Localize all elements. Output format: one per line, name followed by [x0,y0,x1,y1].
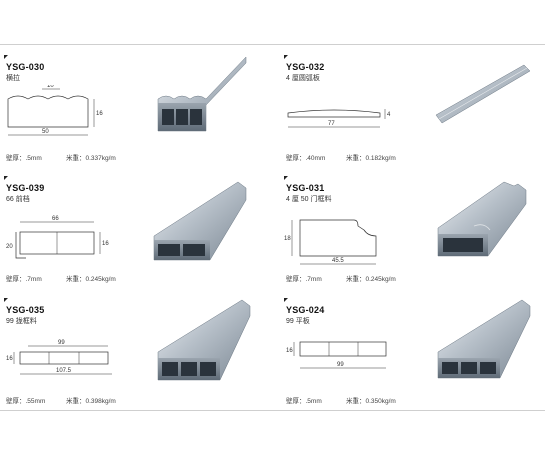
product-card-ysg-039: YSG-039 66 前档 66 20 16 壁厚：.7mm 米重：0.245k… [4,176,254,288]
product-code: YSG-024 [286,305,325,315]
corner-mark [4,55,8,59]
product-card-ysg-024: YSG-024 99 平板 16 99 壁厚：.5mm 米重：0.350kg/m [284,298,534,410]
product-code: YSG-030 [6,62,45,72]
dim-16: 16 [96,111,103,117]
dim-99: 99 [58,340,65,346]
dim-107-5: 107.5 [56,368,72,374]
product-name: 4 厘 50 门框料 [286,196,332,203]
section-drawing: 66 20 16 [6,216,109,259]
product-code: YSG-035 [6,305,45,315]
dim-4: 4 [387,112,391,118]
wall-thickness: 壁厚：.7mm [286,276,322,283]
profile-render [437,181,527,257]
product-name: 66 前档 [6,196,30,203]
section-drawing: 10 16 50 [7,85,103,136]
meter-weight: 米重：0.245kg/m [66,276,116,283]
wall-thickness: 壁厚：.7mm [6,276,42,283]
top-divider [0,44,545,45]
dim-99: 99 [337,362,344,368]
profile-render [153,181,247,261]
section-drawing: 18 45.5 [284,219,377,265]
product-card-ysg-030: YSG-030 横拉 10 16 50 壁厚：.5mm 米重：0.337kg/m [4,55,254,167]
dim-66: 66 [52,216,59,222]
product-code: YSG-031 [286,183,325,193]
product-name: 99 平板 [286,318,310,325]
meter-weight: 米重：0.337kg/m [66,155,116,162]
meter-weight: 米重：0.350kg/m [346,398,396,405]
dim-77: 77 [328,121,335,127]
product-code: YSG-032 [286,62,325,72]
meter-weight: 米重：0.245kg/m [346,276,396,283]
bottom-divider [0,410,545,411]
product-card-ysg-035: YSG-035 99 拢框料 99 16 107.5 壁厚：.55mm 米重：0… [4,298,254,410]
dim-16: 16 [286,348,293,354]
product-name: 横拉 [6,75,20,82]
product-code: YSG-039 [6,183,45,193]
corner-mark [284,298,288,302]
product-name: 4 厘圆弧板 [286,75,320,82]
product-name: 99 拢框料 [6,318,37,325]
meter-weight: 米重：0.182kg/m [346,155,396,162]
meter-weight: 米重：0.398kg/m [66,398,116,405]
dim-20: 20 [6,244,13,250]
dim-16: 16 [6,356,13,362]
product-card-ysg-032: YSG-032 4 厘圆弧板 4 77 壁厚：.40mm 米重：0.182kg/… [284,55,534,167]
section-drawing: 16 99 [286,341,387,369]
wall-thickness: 壁厚：.55mm [6,398,46,405]
dim-16: 16 [102,241,109,247]
section-drawing: 99 16 107.5 [6,340,112,375]
wall-thickness: 壁厚：.40mm [286,155,326,162]
wall-thickness: 壁厚：.5mm [286,398,322,405]
profile-render [437,299,531,379]
profile-render [435,64,531,124]
profile-render [157,299,251,381]
section-drawing: 4 77 [287,109,391,128]
corner-mark [4,298,8,302]
corner-mark [284,55,288,59]
corner-mark [284,176,288,180]
dim-18: 18 [284,236,291,242]
profile-render [157,56,247,132]
product-card-ysg-031: YSG-031 4 厘 50 门框料 18 45.5 壁厚：.7mm 米重：0.… [284,176,534,288]
wall-thickness: 壁厚：.5mm [6,155,42,162]
dim-45-5: 45.5 [332,258,344,264]
dim-50: 50 [42,129,49,135]
dim-10: 10 [47,85,54,89]
corner-mark [4,176,8,180]
